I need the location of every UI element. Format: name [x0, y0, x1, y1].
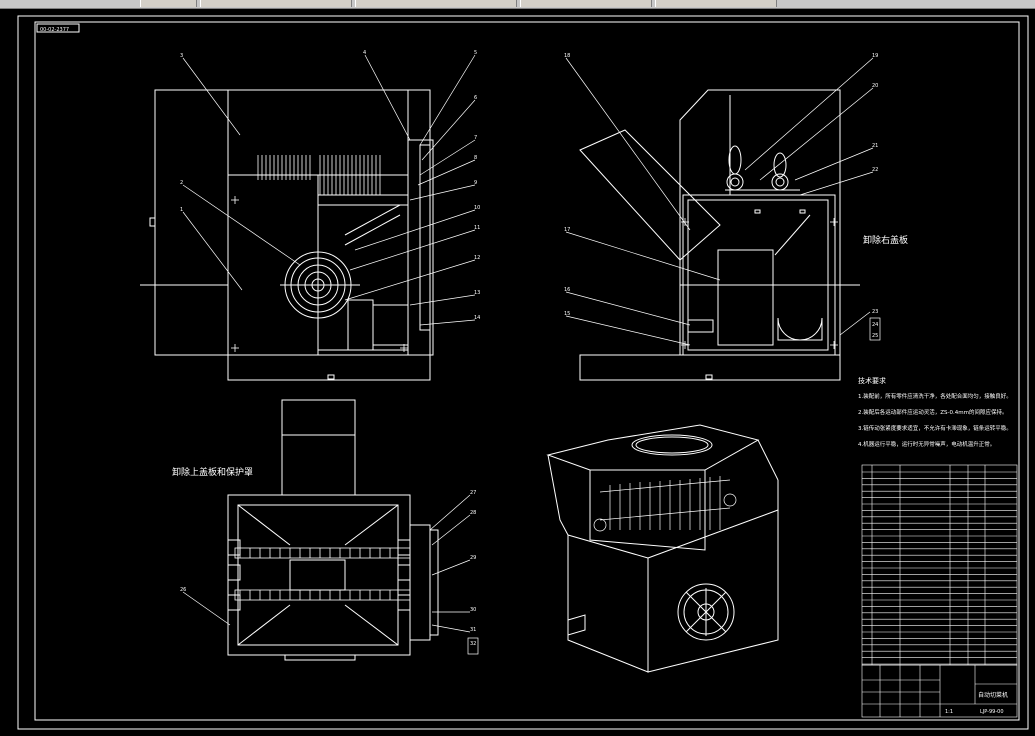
parts-list — [861, 464, 1018, 666]
svg-text:32: 32 — [470, 641, 476, 647]
svg-text:28: 28 — [470, 510, 476, 516]
svg-text:3: 3 — [180, 53, 183, 59]
tech-line: 4.机器运行平稳，运行时无异常噪声，电动机温升正常。 — [858, 440, 995, 448]
svg-text:26: 26 — [180, 587, 186, 593]
tech-requirements: 技术要求 1.装配前，所有零件应清洗干净，各处配合面均匀，接触良好。 2.装配后… — [858, 376, 1012, 448]
front-view — [140, 54, 476, 381]
cad-toolbar — [0, 0, 1035, 9]
svg-text:19: 19 — [872, 53, 878, 59]
title-block: 自动切菜机 LJP-99-00 1:1 — [861, 664, 1018, 718]
svg-text:2: 2 — [180, 180, 183, 186]
svg-text:15: 15 — [564, 311, 570, 317]
svg-text:29: 29 — [470, 555, 476, 561]
svg-text:4: 4 — [363, 50, 366, 56]
svg-text:5: 5 — [474, 50, 477, 56]
svg-text:17: 17 — [564, 227, 570, 233]
outer-frame — [17, 15, 1029, 730]
drawing-number: LJP-99-00 — [980, 709, 1004, 715]
title-name: 自动切菜机 — [978, 691, 1008, 699]
svg-text:31: 31 — [470, 627, 476, 633]
svg-text:8: 8 — [474, 155, 477, 161]
top-view — [182, 399, 479, 661]
toolbar-segment[interactable] — [200, 0, 352, 7]
svg-text:11: 11 — [474, 225, 480, 231]
svg-text:24: 24 — [872, 322, 878, 328]
svg-text:20: 20 — [872, 83, 878, 89]
isometric-view — [546, 424, 779, 673]
svg-text:7: 7 — [474, 135, 477, 141]
svg-text:6: 6 — [474, 95, 477, 101]
drawing-canvas[interactable]: 00-02-2377 — [0, 8, 1035, 732]
view-label-top-cover: 卸除上盖板和保护罩 — [172, 466, 253, 478]
svg-text:1: 1 — [180, 207, 183, 213]
svg-text:22: 22 — [872, 167, 878, 173]
svg-text:14: 14 — [474, 315, 480, 321]
svg-text:27: 27 — [470, 490, 476, 496]
svg-text:30: 30 — [470, 607, 476, 613]
toolbar-segment[interactable] — [655, 0, 777, 7]
side-view — [565, 57, 881, 381]
toolbar-segment[interactable] — [520, 0, 652, 7]
svg-text:12: 12 — [474, 255, 480, 261]
tech-line: 3.链传动张紧度要求适宜，不允许有卡滞现象，链条运转平稳。 — [858, 424, 1012, 432]
svg-text:13: 13 — [474, 290, 480, 296]
svg-text:10: 10 — [474, 205, 480, 211]
tech-line: 1.装配前，所有零件应清洗干净，各处配合面均匀，接触良好。 — [858, 392, 1012, 400]
top-callouts: 27 28 29 30 31 32 26 — [180, 490, 476, 647]
svg-text:9: 9 — [474, 180, 477, 186]
svg-text:23: 23 — [872, 309, 878, 315]
svg-text:25: 25 — [872, 333, 878, 339]
svg-text:18: 18 — [564, 53, 570, 59]
sheet-tag-box — [36, 23, 80, 33]
side-callouts: 18 19 20 21 22 23 24 25 17 16 15 — [564, 53, 878, 339]
toolbar-segment[interactable] — [355, 0, 517, 7]
inner-frame — [34, 21, 1020, 721]
toolbar-segment[interactable] — [140, 0, 197, 7]
svg-text:21: 21 — [872, 143, 878, 149]
front-callouts: 3 4 5 6 7 8 9 10 11 12 13 14 2 1 — [180, 50, 480, 321]
tech-line: 2.装配后各运动部件应运动灵活，ZS-0.4mm的间隙应保持。 — [858, 408, 1007, 416]
drawing-scale: 1:1 — [945, 709, 953, 715]
view-label-right-cover: 卸除右盖板 — [863, 234, 908, 246]
tech-requirements-heading: 技术要求 — [858, 376, 886, 385]
svg-text:16: 16 — [564, 287, 570, 293]
sheet-tag: 00-02-2377 — [40, 27, 69, 33]
